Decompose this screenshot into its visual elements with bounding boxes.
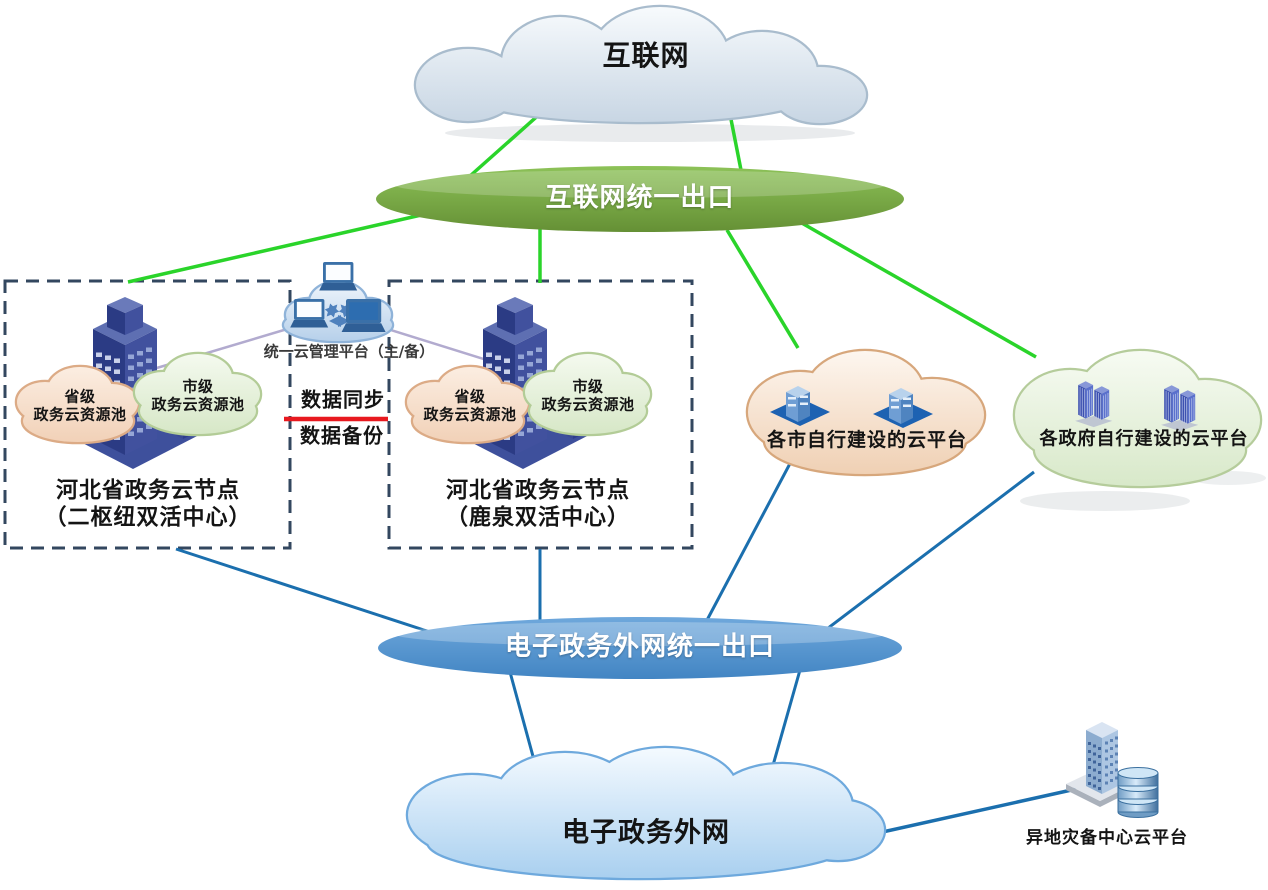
node-left-title-line1: 河北省政务云节点 [55, 478, 241, 504]
disaster-recovery-label: 异地灾备中心云平台 [1026, 828, 1188, 849]
pool-provincial-right-line1: 省级 [454, 387, 486, 406]
internet-cloud [413, 4, 869, 126]
pool-provincial-left-line2: 政务云资源池 [33, 405, 127, 424]
gov-platform-building-icon [1075, 381, 1113, 428]
laptop-icon [341, 299, 386, 332]
link-node-left-to-extranet-exit [175, 547, 431, 634]
link-gov-cloud-to-extranet-exit [814, 470, 1035, 640]
pool-provincial-cloud-left [14, 364, 141, 445]
pool-city-left-line1: 市级 [182, 377, 214, 396]
link-city-cloud-to-extranet-exit [704, 455, 796, 623]
pool-city-right-line1: 市级 [572, 377, 604, 396]
link-exit-to-node-left [127, 211, 431, 284]
internet-exit-label: 互联网统一出口 [545, 183, 735, 214]
database-icon [1117, 767, 1159, 818]
node-left-title-line2: （二枢纽双活中心） [44, 505, 252, 531]
laptop-icon [290, 299, 329, 328]
internet-exit-gloss [392, 170, 888, 198]
node-right-title-line2: （鹿泉双活中心） [445, 505, 631, 531]
pool-city-cloud-left [132, 351, 263, 437]
extranet-label: 电子政务外网 [562, 817, 730, 849]
disaster-recovery-building-icon [1066, 722, 1159, 818]
city-platform-building-icon [770, 386, 830, 426]
gov-platform-label: 各政府自行建设的云平台 [1039, 428, 1249, 450]
laptop-icon [319, 262, 358, 291]
city-platform-cloud [745, 348, 987, 477]
city-platform-label: 各市自行建设的云平台 [766, 429, 968, 452]
city-platform-building-icon [873, 388, 933, 428]
link-extranet-to-disaster-recovery [877, 787, 1077, 835]
data-sync-label: 数据同步 [301, 387, 385, 412]
pool-provincial-right-line2: 政务云资源池 [423, 405, 517, 424]
pool-city-cloud-right [522, 351, 653, 437]
pool-city-right-line2: 政务云资源池 [541, 395, 635, 414]
link-exit-to-gov-cloud [799, 220, 1037, 359]
cloud-shadows [445, 124, 1266, 511]
extranet-cloud [405, 745, 887, 881]
gov-platform-cloud [1012, 348, 1263, 489]
internet-label: 互联网 [602, 38, 690, 72]
extranet-exit-label: 电子政务外网统一出口 [504, 632, 776, 663]
node-left-boundary [3, 279, 292, 550]
extranet-exit-node [378, 617, 902, 679]
internet-exit-node [376, 166, 904, 232]
pool-provincial-left-line1: 省级 [64, 387, 96, 406]
link-exit-to-city-cloud [725, 229, 800, 349]
gov-platform-building-icon [1161, 385, 1199, 432]
node-right-title-line1: 河北省政务云节点 [445, 478, 631, 504]
pool-city-left-line2: 政务云资源池 [151, 395, 245, 414]
pool-provincial-cloud-right [404, 364, 531, 445]
sync-arrow-left-icon [324, 303, 340, 318]
mgmt-platform-label: 统一云管理平台（主/备） [263, 342, 435, 361]
extranet-exit-gloss [395, 622, 885, 646]
data-backup-label: 数据备份 [300, 423, 384, 448]
